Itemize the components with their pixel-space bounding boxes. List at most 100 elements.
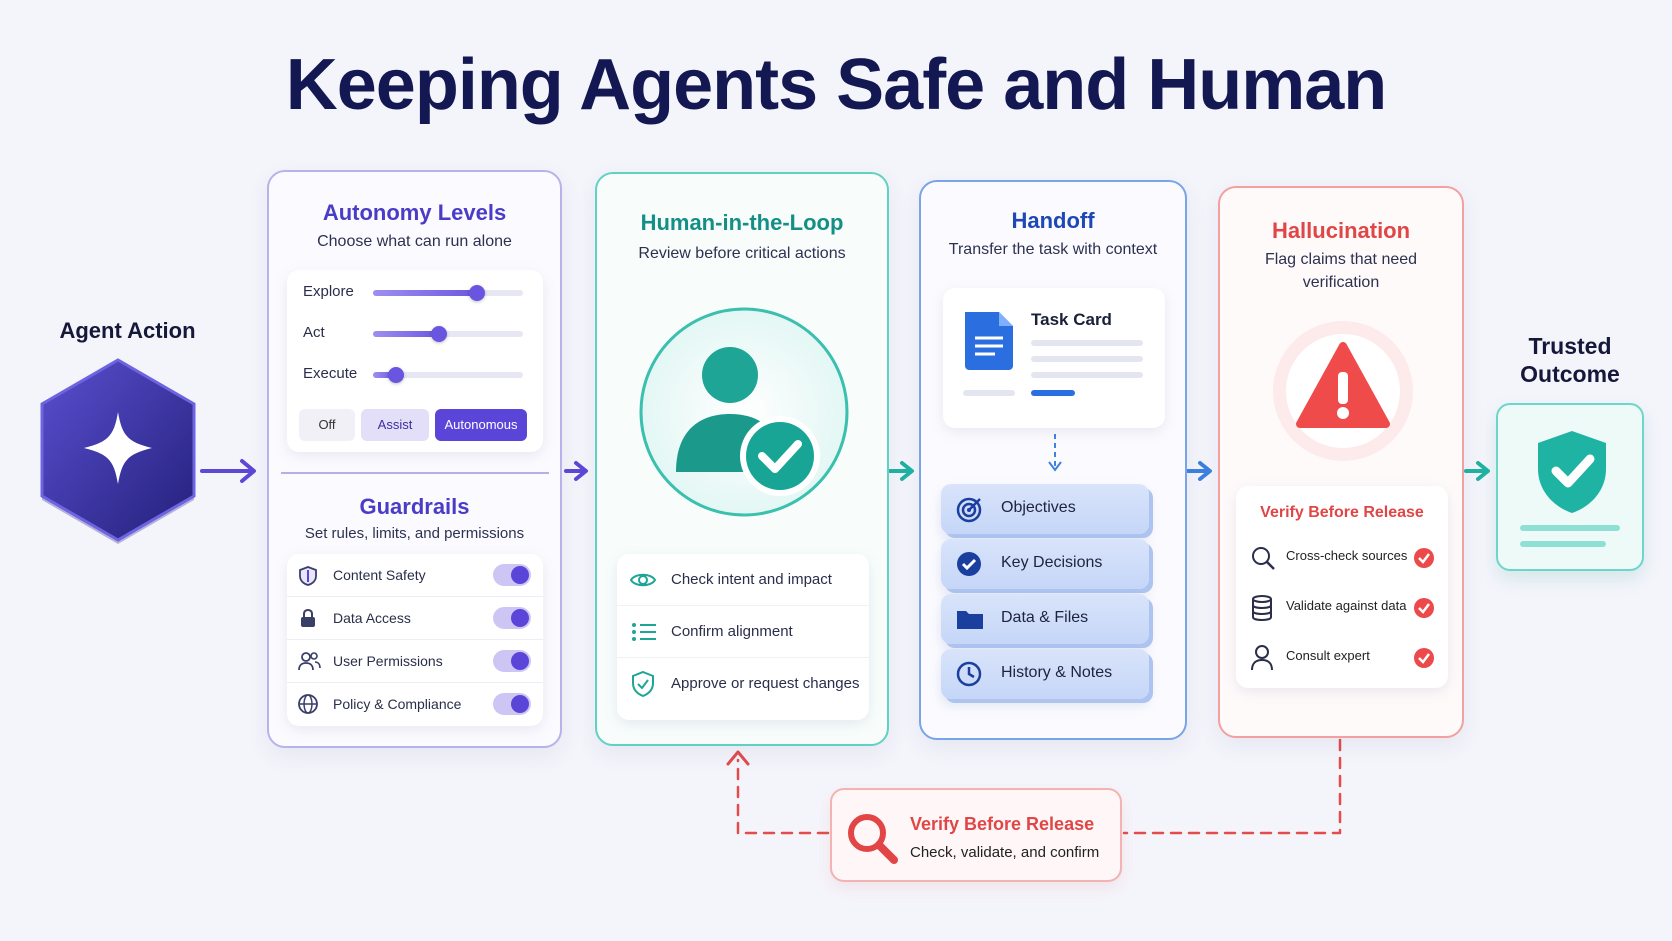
agent-action-label: Agent Action <box>59 318 196 343</box>
slider-track[interactable] <box>373 326 523 342</box>
hitl-item: Approve or request changes <box>617 658 869 710</box>
slider-knob[interactable] <box>431 326 447 342</box>
verify-item-label: Validate against data <box>1286 598 1407 613</box>
mode-autonomous-button[interactable]: Autonomous <box>435 409 527 441</box>
verify-item: Cross-check sources <box>1236 532 1448 582</box>
verify-release-subtitle: Check, validate, and confirm <box>910 844 1100 861</box>
slider-label: Explore <box>303 283 354 300</box>
slider-fill <box>373 331 439 337</box>
verify-release-box[interactable]: Verify Before Release Check, validate, a… <box>830 788 1122 882</box>
lock-icon <box>301 608 315 627</box>
content-safety-toggle[interactable] <box>493 564 531 586</box>
context-item-label: Data & Files <box>1001 609 1089 626</box>
guardrail-label: Content Safety <box>333 567 426 583</box>
context-item: Objectives <box>941 484 1149 534</box>
guardrails-card: Content Safety Data Access User Permissi… <box>287 554 543 726</box>
person-icon <box>1251 645 1273 671</box>
task-card-title: Task Card <box>1031 310 1112 329</box>
outcome-line <box>1520 525 1620 531</box>
context-item: Key Decisions <box>941 539 1149 589</box>
magnifier-icon <box>848 814 898 864</box>
slider-knob[interactable] <box>387 367 404 383</box>
section-divider <box>281 472 549 474</box>
hitl-item-label: Check intent and impact <box>671 571 832 588</box>
clock-icon <box>956 661 982 687</box>
card-line <box>1031 372 1143 378</box>
approved-user-icon <box>639 307 849 517</box>
outcome-line <box>1520 541 1606 547</box>
handoff-title: Handoff <box>1011 208 1095 233</box>
user-permissions-toggle[interactable] <box>493 650 531 672</box>
verify-card: Verify Before Release Cross-check source… <box>1236 486 1448 688</box>
dashed-down-arrow <box>1048 434 1062 472</box>
check-circle-icon <box>957 552 981 576</box>
verify-release-title: Verify Before Release <box>910 814 1095 834</box>
mode-off-button[interactable]: Off <box>299 409 355 441</box>
target-icon <box>956 497 982 523</box>
guardrails-subtitle: Set rules, limits, and permissions <box>304 525 525 542</box>
context-item: Data & Files <box>941 594 1149 644</box>
human-in-the-loop-panel: Human-in-the-Loop Review before critical… <box>595 172 889 746</box>
guardrail-label: User Permissions <box>333 653 443 669</box>
eye-icon <box>629 573 657 587</box>
verify-item-label: Consult expert <box>1286 648 1370 663</box>
database-icon <box>1252 595 1272 622</box>
hallucination-subtitle-2: verification <box>1302 274 1380 291</box>
page-title: Keeping Agents Safe and Human <box>285 45 1388 125</box>
guardrail-row: Data Access <box>287 597 543 640</box>
hitl-subtitle: Review before critical actions <box>638 245 846 262</box>
guardrails-title: Guardrails <box>359 494 470 519</box>
hitl-item: Confirm alignment <box>617 606 869 658</box>
verify-item: Consult expert <box>1236 632 1448 682</box>
users-icon <box>298 652 321 671</box>
verify-card-title: Verify Before Release <box>1260 504 1424 521</box>
hallucination-title: Hallucination <box>1271 218 1411 243</box>
trusted-outcome-label-1: Trusted <box>1528 333 1612 359</box>
context-item: History & Notes <box>941 649 1149 699</box>
slider-label: Act <box>303 324 325 341</box>
guardrail-row: Policy & Compliance <box>287 683 543 726</box>
slider-knob[interactable] <box>468 285 485 301</box>
trusted-outcome-card[interactable] <box>1496 403 1644 571</box>
slider-fill <box>373 372 396 378</box>
mode-assist-button[interactable]: Assist <box>361 409 429 441</box>
check-icon <box>1414 548 1434 568</box>
hallucination-panel: Hallucination Flag claims that need veri… <box>1218 186 1464 738</box>
check-icon <box>1414 598 1434 618</box>
list-icon <box>632 623 656 641</box>
search-icon <box>1252 547 1275 570</box>
hitl-item-label: Approve or request changes <box>671 675 860 692</box>
slider-label: Execute <box>303 365 358 382</box>
hallucination-subtitle-1: Flag claims that need <box>1264 251 1418 268</box>
slider-track[interactable] <box>373 285 523 301</box>
context-item-label: History & Notes <box>1001 664 1113 681</box>
hitl-item-label: Confirm alignment <box>671 623 793 640</box>
shield-check-icon <box>632 670 654 698</box>
autonomy-subtitle: Choose what can run alone <box>317 233 512 250</box>
verify-item-label: Cross-check sources <box>1286 548 1408 563</box>
warning-icon <box>1273 321 1413 461</box>
folder-icon <box>957 611 983 629</box>
globe-icon <box>298 694 318 714</box>
card-line <box>1031 356 1143 362</box>
trusted-outcome-label-2: Outcome <box>1520 361 1620 387</box>
document-icon <box>965 312 1013 370</box>
guardrail-label: Data Access <box>333 610 411 626</box>
guardrail-row: Content Safety <box>287 554 543 597</box>
context-stack: Objectives Key Decisions Data & Files Hi… <box>941 484 1163 714</box>
hitl-title: Human-in-the-Loop <box>640 210 844 235</box>
verify-item: Validate against data <box>1236 582 1448 632</box>
slider-fill <box>373 290 477 296</box>
data-access-toggle[interactable] <box>493 607 531 629</box>
card-line <box>1031 340 1143 346</box>
handoff-subtitle: Transfer the task with context <box>948 241 1158 258</box>
policy-compliance-toggle[interactable] <box>493 693 531 715</box>
check-icon <box>1414 648 1434 668</box>
slider-track[interactable] <box>373 367 523 383</box>
task-card[interactable]: Task Card <box>943 288 1165 428</box>
shield-check-icon <box>1538 431 1606 513</box>
shield-icon <box>299 566 317 586</box>
agent-action-node[interactable] <box>36 356 200 544</box>
